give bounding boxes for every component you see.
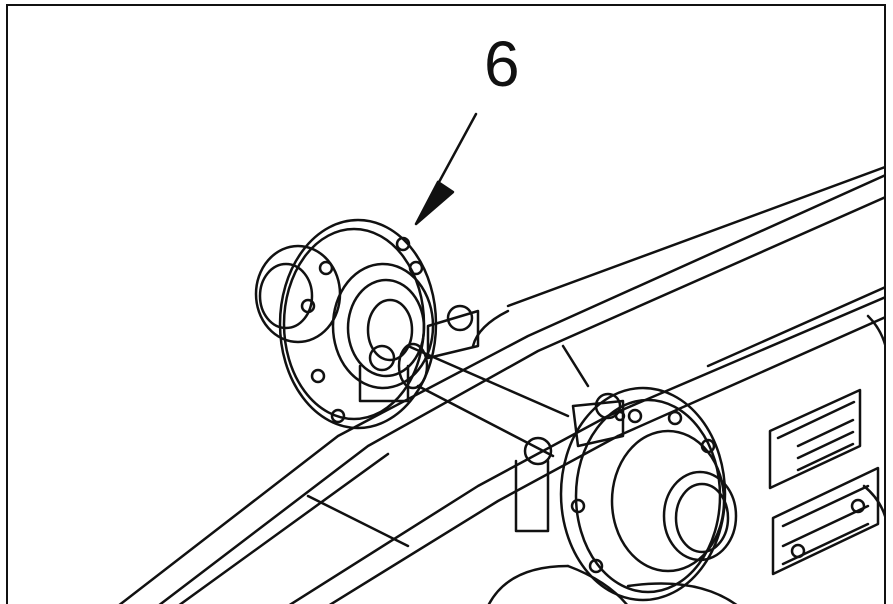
frame-rails	[118, 166, 884, 604]
left-hub	[254, 218, 438, 430]
frame-edge-detail	[862, 314, 884, 518]
right-hub	[559, 386, 738, 602]
nameplate-lower	[771, 466, 880, 576]
axle-drawing	[118, 112, 884, 604]
nameplate-upper	[768, 388, 862, 490]
drawing-frame: 6	[6, 4, 886, 604]
callout-number: 6	[484, 28, 520, 100]
leader-arrow	[414, 112, 478, 226]
left-clamp	[358, 304, 480, 403]
